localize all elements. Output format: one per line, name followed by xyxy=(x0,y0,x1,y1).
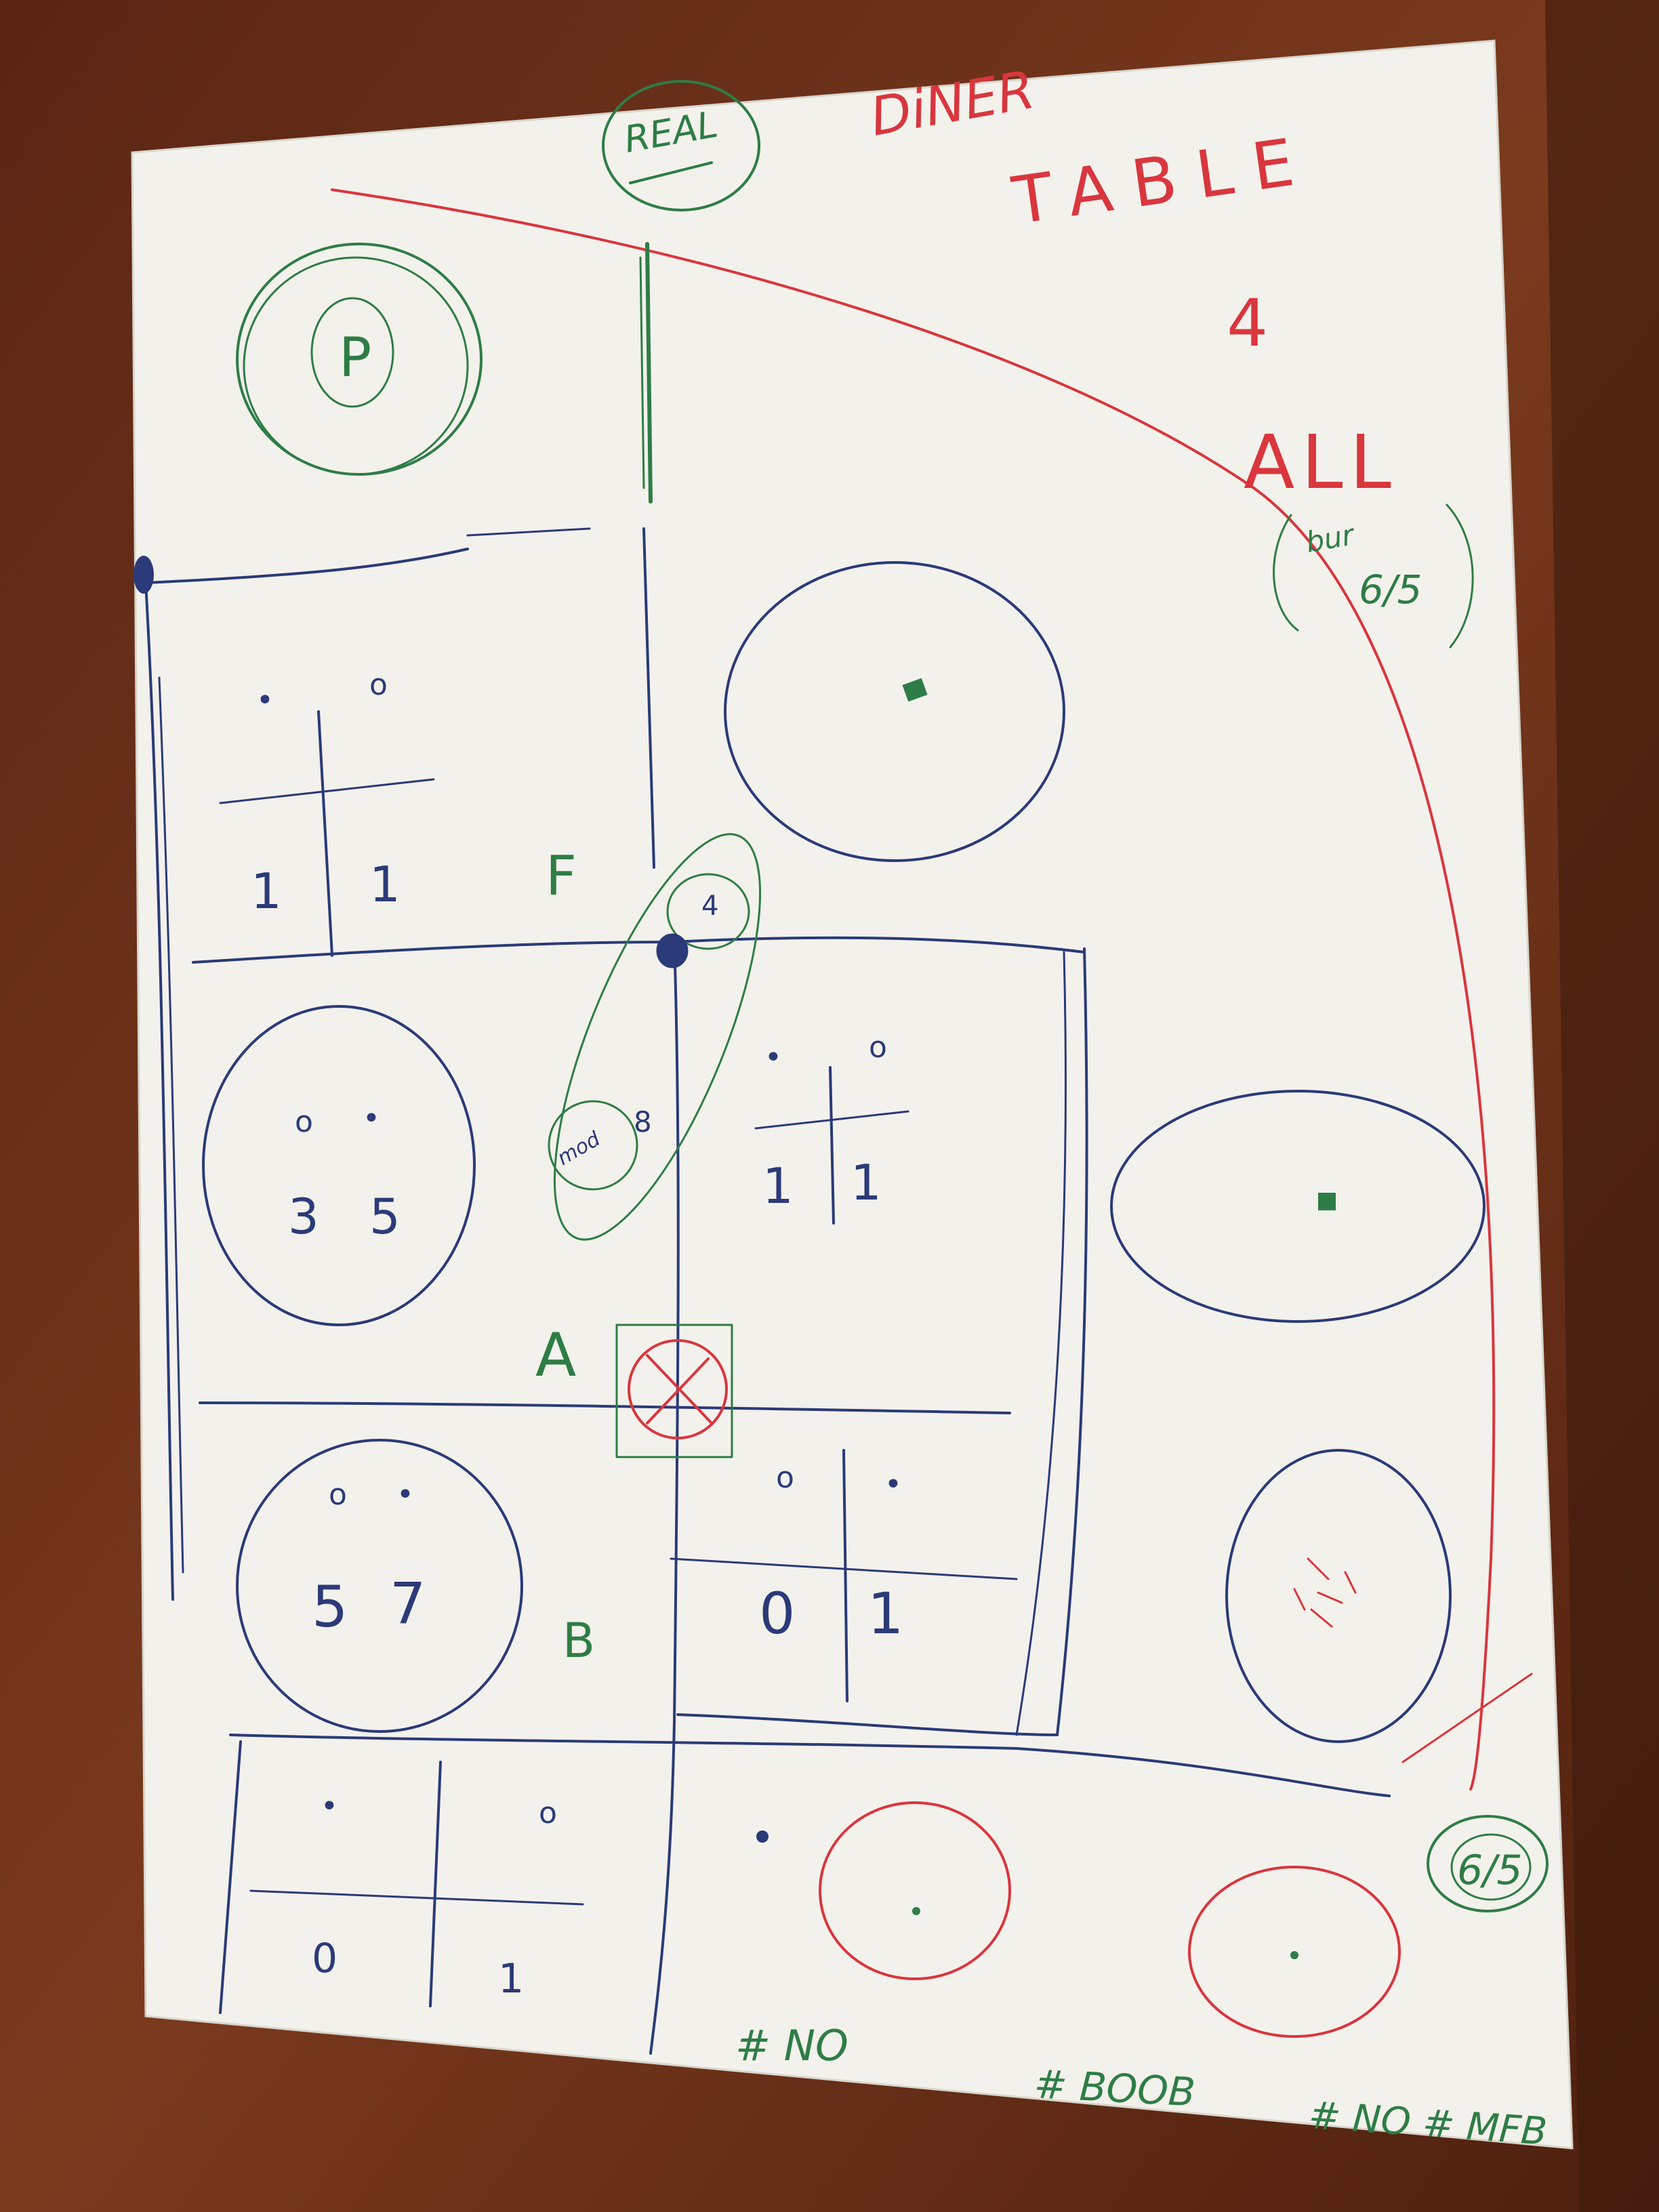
bottom-mid-dot xyxy=(756,1830,769,1843)
grid-top-left-h xyxy=(219,778,435,804)
circle-left-mid-mark-2: • xyxy=(363,1101,380,1136)
red-corner-line xyxy=(1401,1673,1533,1763)
center-divider xyxy=(649,941,680,2055)
green-outer-circle-2 xyxy=(243,256,469,476)
grid-center-low-value-2: 1 xyxy=(867,1580,903,1647)
table-round-top-marker xyxy=(902,678,928,702)
left-edge-dot xyxy=(134,556,154,594)
corner-note-inner xyxy=(1450,1833,1532,1901)
grid-bottom-left-h xyxy=(249,1889,584,1906)
circle-left-mid-value-1: 3 xyxy=(288,1188,319,1245)
wall-horizontal-bottom xyxy=(229,1734,1391,1797)
table-left-mid xyxy=(202,1005,476,1326)
grid-center-v xyxy=(829,1066,835,1225)
table-round-right xyxy=(1110,1090,1486,1323)
circle-left-low-mark-2: • xyxy=(396,1477,414,1512)
note-paren-right xyxy=(1446,504,1474,649)
room-right-wall-2 xyxy=(1015,951,1067,1736)
grid-bottom-left-value-1: 0 xyxy=(312,1935,337,1982)
entrance-green-box xyxy=(615,1324,733,1458)
circle-letter-p: P xyxy=(339,326,371,389)
tag-no: # NO xyxy=(735,2021,848,2070)
wall-top-short xyxy=(466,527,591,537)
bottom-left-wall xyxy=(219,1740,242,2014)
grid-top-left-value-1: 1 xyxy=(251,863,282,920)
green-vertical-line xyxy=(645,242,653,504)
table-left-low xyxy=(236,1439,523,1733)
circle-left-mid-mark-1: o xyxy=(295,1105,313,1139)
room-right-wall xyxy=(1056,947,1088,1736)
tag-boob: # BOOB xyxy=(1033,2061,1196,2115)
grid-center-low-mark-2: • xyxy=(884,1467,902,1502)
wall-left xyxy=(144,581,174,1601)
wall-vertical-top xyxy=(642,527,655,869)
table-round-top xyxy=(724,561,1065,862)
entrance-red-cross-2 xyxy=(646,1357,710,1425)
zone-label-b: B xyxy=(562,1613,595,1668)
grid-center-value-1: 1 xyxy=(762,1158,794,1214)
pillar-blue-dot xyxy=(656,933,689,968)
grid-bottom-left-mark-1: • xyxy=(321,1789,338,1824)
real-underline xyxy=(629,161,713,184)
green-vertical-line-2 xyxy=(639,256,645,489)
circle-left-mid-value-2: 5 xyxy=(369,1188,401,1245)
grid-top-left-v xyxy=(317,710,333,957)
wall-top-left xyxy=(144,548,469,584)
red-table-bottom-1-center xyxy=(912,1907,920,1915)
zone-label-f: F xyxy=(546,844,577,907)
oval-around-pillar xyxy=(553,833,762,1241)
title-line3: 4 xyxy=(1227,285,1268,361)
wall-horizontal-low xyxy=(199,1401,1011,1414)
oval-note-number: 8 xyxy=(634,1105,652,1139)
real-note-circle xyxy=(602,80,760,211)
circle-left-low-value-1: 5 xyxy=(312,1574,348,1640)
table-round-right-marker xyxy=(1318,1193,1336,1210)
wall-left-inner xyxy=(158,676,184,1574)
grid-center-mark-2: o xyxy=(869,1030,887,1065)
green-inner-circle xyxy=(310,297,394,408)
circle-left-low-value-2: 7 xyxy=(390,1570,426,1637)
grid-top-left-value-2: 1 xyxy=(369,856,401,913)
circle-left-low-mark-1: o xyxy=(329,1477,347,1512)
corner-note: 6/5 xyxy=(1457,1847,1523,1894)
table-round-right-low xyxy=(1225,1449,1452,1743)
title-line4: ALL xyxy=(1244,419,1398,506)
grid-center-value-2: 1 xyxy=(851,1154,882,1211)
grid-bottom-left-mark-2: o xyxy=(539,1796,557,1830)
small-green-circle xyxy=(666,873,750,950)
note-paren-left xyxy=(1273,514,1299,632)
grid-top-left-mark-1: • xyxy=(256,683,274,718)
grid-top-left-mark-2: o xyxy=(369,668,388,702)
grid-center-low-v xyxy=(842,1449,848,1702)
grid-center-low-mark-1: o xyxy=(776,1460,794,1495)
zone-label-a: A xyxy=(535,1320,576,1390)
red-table-bottom-1 xyxy=(819,1801,1011,1980)
red-scribble-mark xyxy=(1293,1557,1357,1628)
grid-center-mark-1: • xyxy=(764,1040,782,1075)
red-table-bottom-2-center xyxy=(1290,1951,1298,1959)
grid-center-low-h xyxy=(670,1557,1018,1580)
oval-note-circle xyxy=(548,1100,638,1191)
grid-bottom-left-v xyxy=(429,1761,442,2007)
paper-sheet xyxy=(131,39,1574,2150)
red-table-bottom-2 xyxy=(1188,1866,1401,2038)
side-note-line2: 6/5 xyxy=(1359,567,1422,613)
red-boundary-curve xyxy=(331,188,1496,1790)
corner-note-outer xyxy=(1427,1815,1549,1912)
small-circle-label: 4 xyxy=(701,890,718,922)
grid-bottom-left-value-2: 1 xyxy=(498,1955,524,2003)
entrance-red-circle xyxy=(628,1339,728,1439)
grid-center-low-value-1: 0 xyxy=(759,1580,795,1647)
room-bottom-line xyxy=(676,1713,1059,1736)
table-edge-right xyxy=(1545,0,1659,2212)
